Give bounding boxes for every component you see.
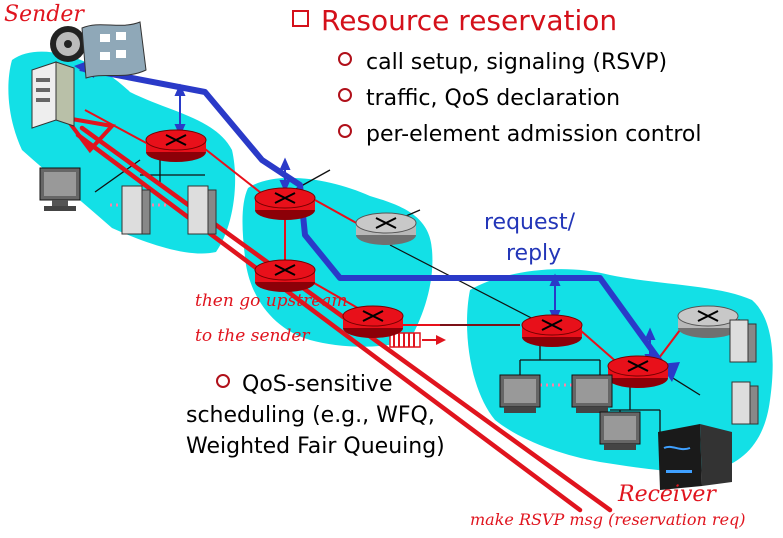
router-icon bbox=[677, 305, 739, 338]
router-icon bbox=[607, 355, 669, 388]
router-icon bbox=[521, 314, 583, 347]
bullet-traffic-qos: traffic, QoS declaration bbox=[338, 86, 620, 111]
bullet-ring-icon bbox=[338, 124, 352, 138]
server-icon bbox=[729, 319, 757, 363]
server-icon bbox=[31, 61, 75, 129]
rsvp-message-note: make RSVP msg (reservation req) bbox=[470, 510, 746, 529]
router-icon bbox=[355, 212, 417, 245]
router-icon bbox=[254, 259, 316, 292]
bullet-ring-icon bbox=[338, 88, 352, 102]
monitor-icon bbox=[39, 167, 81, 211]
receiver-computer-icon bbox=[658, 424, 732, 490]
upstream-note-line2: to the sender bbox=[195, 326, 310, 346]
film-reel-icon bbox=[50, 21, 147, 79]
monitor-icon bbox=[599, 411, 641, 450]
red-arrowhead-sender bbox=[61, 115, 116, 154]
slide-title: Resource reservation bbox=[292, 4, 617, 37]
bullet-ring-icon bbox=[338, 52, 352, 66]
monitor-icon bbox=[499, 374, 541, 413]
scheduling-bullet: QoS-sensitive scheduling (e.g., WFQ, Wei… bbox=[186, 372, 445, 459]
bullet-ring-icon bbox=[216, 374, 230, 388]
router-icon bbox=[254, 187, 316, 220]
sender-label: Sender bbox=[4, 2, 84, 27]
rsvp-path-blue bbox=[79, 65, 673, 377]
queue-buffer-icon bbox=[389, 332, 446, 348]
router-icon bbox=[342, 305, 404, 338]
bullet-call-setup: call setup, signaling (RSVP) bbox=[338, 50, 667, 75]
slide-title-text: Resource reservation bbox=[321, 4, 618, 37]
upstream-note-line1: then go upstream bbox=[195, 291, 348, 311]
server-icon bbox=[187, 185, 217, 235]
reply-label: reply bbox=[506, 241, 562, 266]
server-icon bbox=[121, 185, 151, 235]
request-label: request/ bbox=[484, 210, 576, 235]
monitor-icon bbox=[571, 374, 613, 413]
checkbox-bullet-icon bbox=[292, 10, 309, 27]
receiver-label: Receiver bbox=[618, 482, 716, 507]
router-icon bbox=[145, 129, 207, 162]
bullet-admission-control: per-element admission control bbox=[338, 122, 701, 147]
server-icon bbox=[731, 381, 759, 425]
